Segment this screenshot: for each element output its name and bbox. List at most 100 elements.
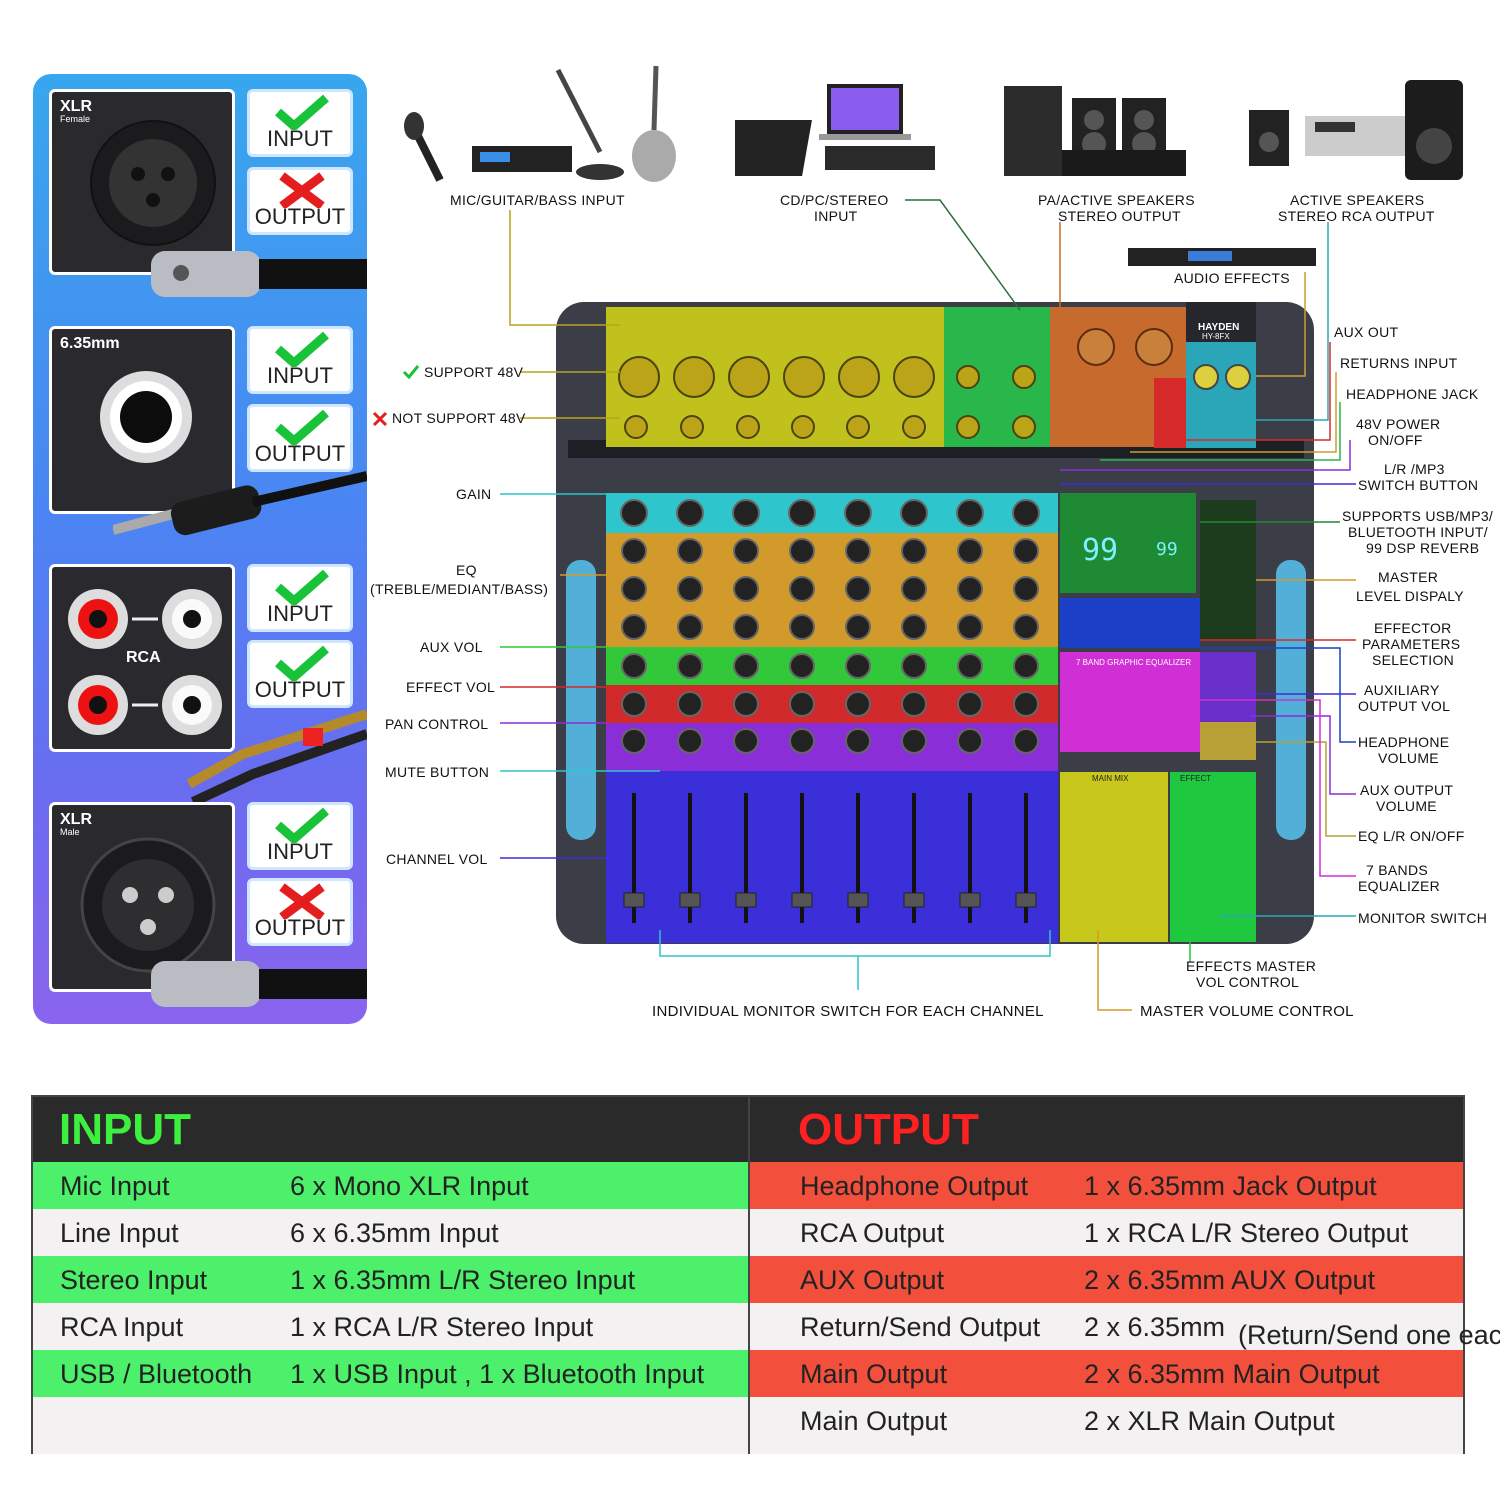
audio-effects-label: AUDIO EFFECTS	[1174, 270, 1290, 286]
jack-cable-icon	[113, 471, 367, 536]
brand-plate: HAYDEN HY-8FX	[1186, 302, 1256, 342]
model-name: HY-8FX	[1202, 332, 1230, 341]
master-level-label-line2: LEVEL DISPALY	[1356, 588, 1464, 604]
headphone-jack-label: HEADPHONE JACK	[1346, 386, 1479, 402]
seven-bands-label-line2: EQUALIZER	[1358, 878, 1441, 894]
channel-vol-label: CHANNEL VOL	[386, 851, 488, 867]
level-meter	[1200, 500, 1256, 640]
48v-power-label-line2: ON/OFF	[1368, 432, 1423, 448]
main-mix-zone: MAIN MIX	[1060, 772, 1168, 942]
top-connectors-svg	[618, 328, 1251, 439]
master-volume-label: MASTER VOLUME CONTROL	[1140, 1003, 1354, 1020]
active-speakers-icon	[1249, 80, 1463, 180]
table-row	[33, 1397, 748, 1454]
seven-bands-label-line1: 7 BANDS	[1366, 862, 1429, 878]
xlr-female-box: XLR Female	[49, 89, 235, 275]
rec-play-zone	[1186, 340, 1256, 448]
keyboard-laptop-icon	[735, 84, 935, 176]
pa-speakers-icon	[1004, 86, 1186, 176]
jack-output-badge: OUTPUT	[247, 404, 353, 472]
mic-guitar-bass-input-label: MIC/GUITAR/BASS INPUT	[450, 192, 625, 208]
mic-input-zone	[606, 307, 944, 447]
pan-control-label: PAN CONTROL	[385, 716, 489, 732]
master-level-label-line1: MASTER	[1378, 569, 1439, 585]
auxiliary-label-line1: AUXILIARY	[1364, 682, 1440, 698]
check-icon	[402, 365, 420, 380]
xlr-male-output-badge: OUTPUT	[247, 878, 353, 946]
rca-box: RCA	[49, 564, 235, 752]
pa-speakers-label-line1: PA/ACTIVE SPEAKERS	[1038, 192, 1195, 208]
connector-name: XLR	[60, 811, 92, 828]
main-mix-label: MAIN MIX	[1092, 774, 1129, 783]
usb-label-line2: BLUETOOTH INPUT/	[1348, 524, 1488, 540]
effector-label-line2: PARAMETERS	[1362, 636, 1461, 652]
mic-guitar-devices-icon	[404, 65, 676, 182]
usb-label-line3: 99 DSP REVERB	[1366, 540, 1480, 556]
effect-vol-label: EFFECT VOL	[406, 679, 496, 695]
rca-cable-icon	[186, 709, 367, 804]
effect-master-label: EFFECT	[1180, 774, 1212, 783]
output-header: OUTPUT	[750, 1097, 1463, 1162]
dsp-display-small: 99	[1156, 539, 1178, 560]
headphone-vol-label-line1: HEADPHONE	[1358, 734, 1450, 750]
rca-input-badge: INPUT	[247, 564, 353, 632]
cross-icon	[372, 411, 388, 427]
effector-label-line3: SELECTION	[1372, 652, 1455, 668]
xlr-male-box: XLR Male	[49, 802, 235, 992]
connector-name: 6.35mm	[60, 335, 120, 352]
xlr-male-icon	[80, 837, 216, 973]
jack-socket-icon	[100, 371, 192, 463]
effector-label-line1: EFFECTOR	[1374, 620, 1452, 636]
audio-effects-unit-icon	[1128, 248, 1316, 266]
individual-monitor-label: INDIVIDUAL MONITOR SWITCH FOR EACH CHANN…	[652, 1003, 1044, 1020]
mute-button-label: MUTE BUTTON	[385, 764, 490, 780]
output-heading: OUTPUT	[798, 1105, 979, 1154]
lr-mp3-label-line2: SWITCH BUTTON	[1358, 477, 1479, 493]
48v-power-label-line1: 48V POWER	[1356, 416, 1441, 432]
pa-speakers-label-line2: STEREO OUTPUT	[1058, 208, 1181, 224]
effects-master-label-line2: VOL CONTROL	[1196, 974, 1300, 990]
aux-vol-label: AUX VOL	[420, 639, 483, 655]
input-heading: INPUT	[59, 1105, 191, 1154]
xlr-male-input-badge: INPUT	[247, 802, 353, 870]
connector-name: XLR	[60, 98, 92, 115]
xlr-cable-icon	[151, 251, 367, 297]
connector-name: RCA	[126, 649, 161, 666]
jack-635-box: 6.35mm	[49, 326, 235, 514]
lr-mp3-label-line1: L/R /MP3	[1384, 461, 1445, 477]
aux-vol-zone	[1200, 652, 1256, 722]
jack-input-badge: INPUT	[247, 326, 353, 394]
xlr-female-output-badge: OUTPUT	[247, 167, 353, 235]
not-support-48v-label: NOT SUPPORT 48V	[392, 410, 526, 426]
eq-lr-label: EQ L/R ON/OFF	[1358, 828, 1465, 844]
phones-tape-return-zone	[1060, 598, 1200, 648]
gain-label: GAIN	[456, 486, 492, 502]
geq-label: 7 BAND GRAPHIC EQUALIZER	[1076, 658, 1192, 667]
returns-input-label: RETURNS INPUT	[1340, 355, 1458, 371]
dsp-display-zone: 99 99	[1060, 493, 1196, 593]
aux-out-label: AUX OUT	[1334, 324, 1399, 340]
side-stripe-left	[566, 560, 596, 840]
active-speakers-label-line1: ACTIVE SPEAKERS	[1290, 192, 1425, 208]
cd-pc-stereo-label-line2: INPUT	[814, 208, 858, 224]
xlr-female-input-badge: INPUT	[247, 89, 353, 157]
effect-master-zone: EFFECT	[1170, 772, 1256, 942]
graphic-eq-zone: 7 BAND GRAPHIC EQUALIZER	[1060, 652, 1200, 752]
fader-zone	[606, 771, 1058, 943]
connector-sub: Female	[60, 114, 91, 124]
usb-label-line1: SUPPORTS USB/MP3/	[1342, 508, 1494, 524]
aux-output-vol-label-line1: AUX OUTPUT	[1360, 782, 1454, 798]
rca-sockets-icon	[68, 589, 222, 735]
aux-output-vol-label-line2: VOLUME	[1376, 798, 1437, 814]
headphone-vol-label-line2: VOLUME	[1378, 750, 1439, 766]
channel-strips-svg	[620, 499, 1040, 923]
